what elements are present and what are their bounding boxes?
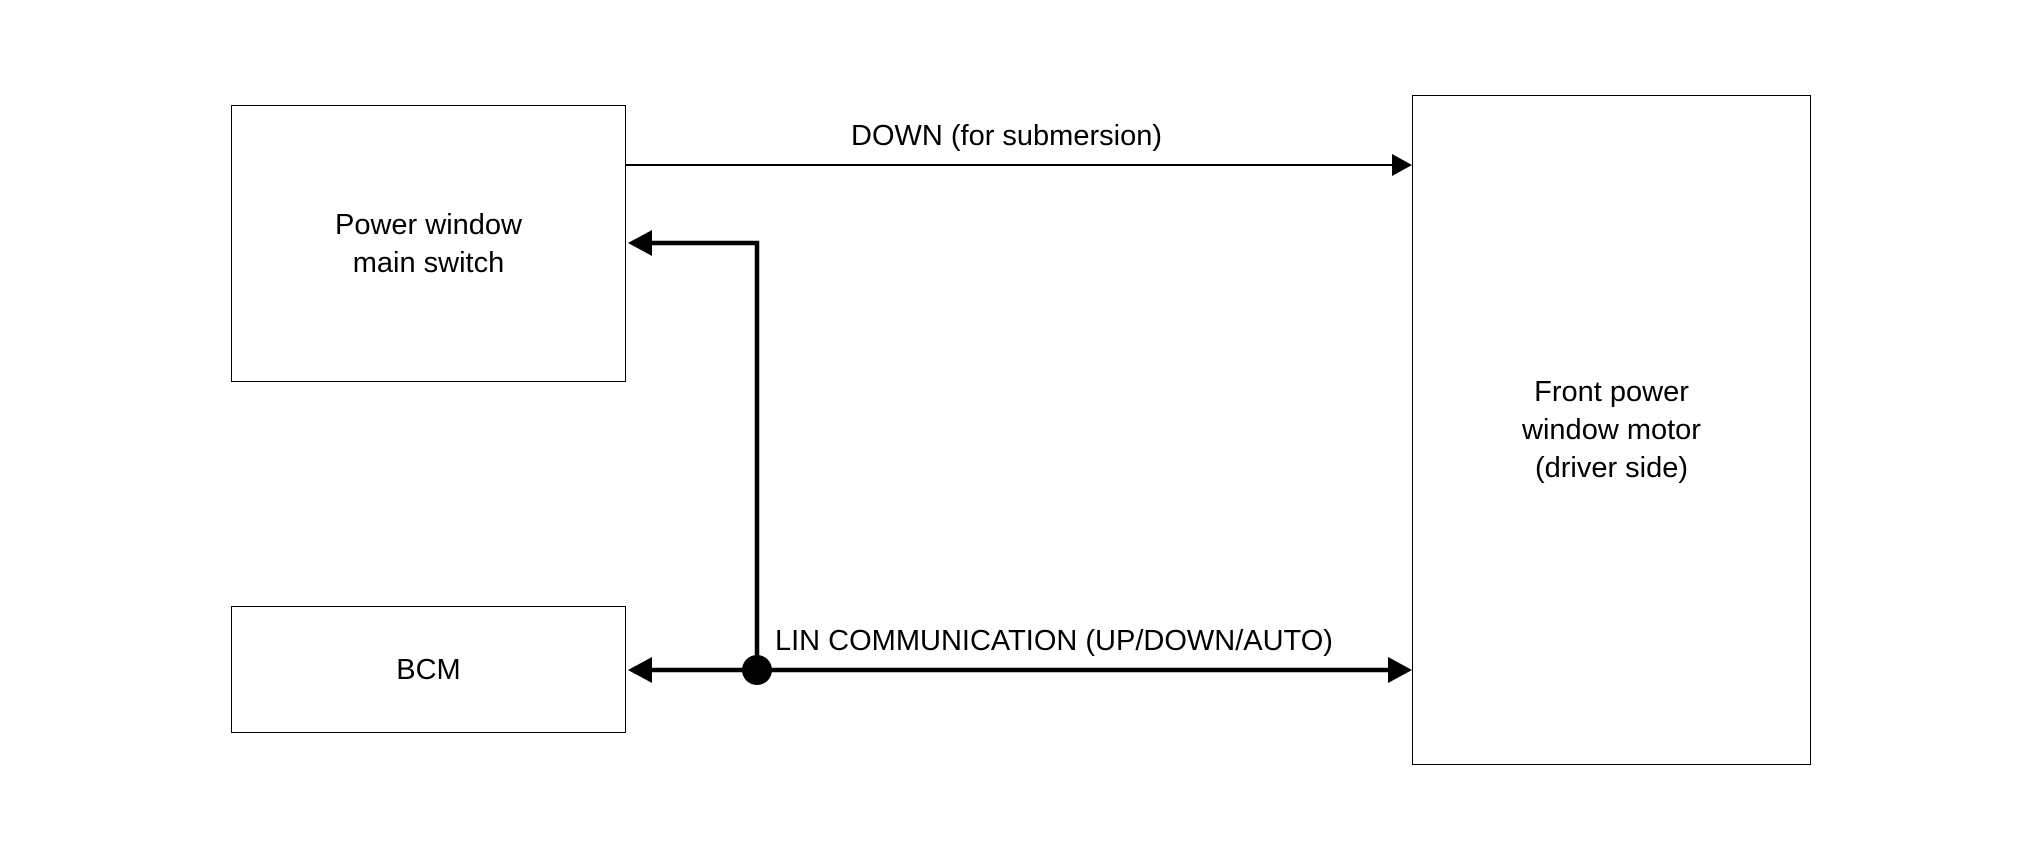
- motor-label-line3: (driver side): [1534, 452, 1689, 484]
- lin-junction-dot: [742, 655, 772, 685]
- down-signal-label: DOWN (for submersion): [851, 120, 1162, 152]
- down-signal-arrowhead: [1392, 154, 1412, 176]
- lin-motor-arrowhead: [1388, 657, 1412, 683]
- front-power-window-motor-block: Front power window motor (driver side): [1412, 95, 1811, 765]
- motor-label-line2: window motor: [1522, 414, 1701, 446]
- lin-communication-label: LIN COMMUNICATION (UP/DOWN/AUTO): [775, 625, 1333, 657]
- bcm-block: BCM: [231, 606, 626, 733]
- lin-branch-to-switch: [648, 240, 760, 670]
- motor-label-line1: Front power: [1534, 376, 1689, 408]
- switch-label-line2: main switch: [352, 246, 505, 279]
- lin-bcm-arrowhead: [628, 657, 652, 683]
- lin-switch-arrowhead: [628, 230, 652, 256]
- bcm-label: BCM: [396, 653, 461, 686]
- power-window-main-switch-block: Power window main switch: [231, 105, 626, 382]
- switch-label-line1: Power window: [335, 208, 522, 241]
